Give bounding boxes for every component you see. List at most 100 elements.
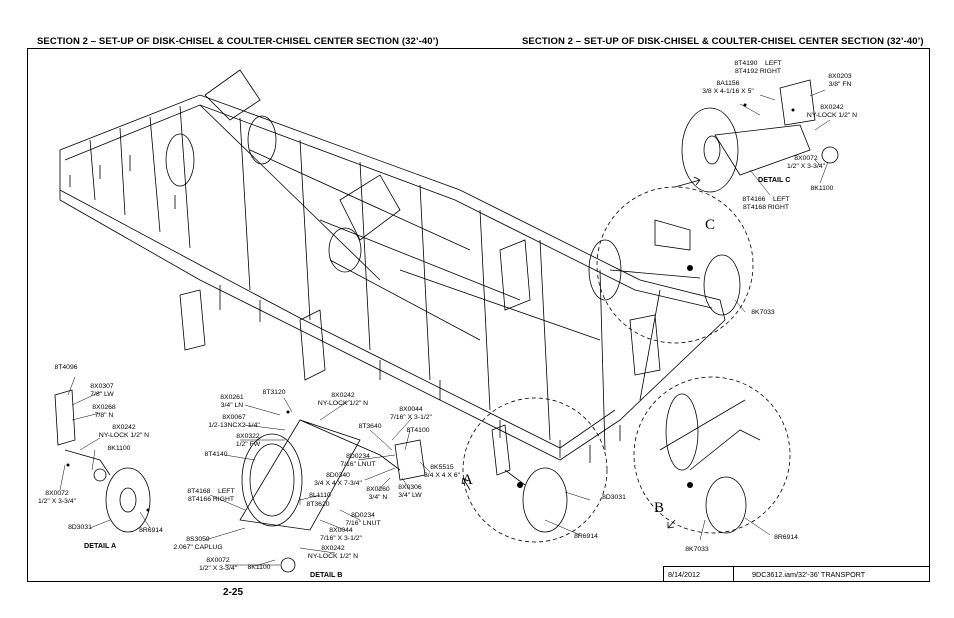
part-label: 8X0307 7/8" LW	[90, 383, 114, 398]
detail-c-tire-right	[703, 254, 741, 316]
frame-wheel	[328, 227, 362, 273]
title-block-file: 9DC3612.iam/32'-36' TRANSPORT	[733, 566, 930, 582]
part-label: 8X0072 1/2" X 3-3/4"	[37, 490, 77, 505]
detail-b-circle-disk	[665, 393, 699, 471]
detail-c-callout: C	[705, 217, 716, 233]
detail-b-circle-arm	[659, 399, 761, 471]
detail-c-axle	[609, 219, 701, 279]
fastener-dot	[687, 482, 693, 488]
part-label: 8K5515 3/4 X 4 X 6"	[423, 464, 461, 479]
fastener-dot	[743, 103, 747, 107]
part-label: 8D3031	[602, 494, 626, 501]
part-label: 8A1156 3/8 X 4-1/16 X 5"	[702, 80, 754, 95]
detail-a-circle	[462, 397, 608, 543]
part-label: 8T4100	[406, 427, 430, 434]
part-label: 8X0306 3/4" LW	[398, 484, 422, 499]
detail-c-tire-left	[588, 239, 622, 301]
part-label: 8T3620	[306, 501, 330, 508]
detail-a-circle-bracket	[491, 424, 526, 486]
fastener-dot	[286, 410, 290, 414]
part-label: 8X0203 3/8" FN	[828, 73, 852, 88]
shanks	[69, 155, 621, 463]
part-label: 8X0242 NY-LOCK 1/2" N	[307, 545, 359, 560]
section-title-left: SECTION 2 – SET-UP OF DISK-CHISEL & COUL…	[37, 36, 439, 47]
detail-b-arm	[239, 419, 401, 531]
detail-a-circle-tire	[522, 467, 568, 533]
detail-b-disk-inner	[249, 443, 295, 517]
frame-diagonal	[199, 104, 601, 341]
part-label: 8L1110	[309, 492, 331, 499]
detail-a-callout: A	[462, 472, 473, 488]
frame-wheel	[165, 133, 195, 187]
fastener-dot	[517, 482, 523, 488]
title-block-date: 8/14/2012	[663, 566, 733, 582]
detail-a-arrow	[461, 477, 471, 491]
detail-b-disk	[241, 433, 303, 527]
part-label: 8D0234 7/16" LNUT	[340, 453, 376, 468]
part-label: 8X0067 1/2-13NCX2-1/4"	[208, 414, 260, 429]
detail-b-circle	[633, 376, 791, 534]
detail-c-arrow	[674, 176, 701, 188]
lift-assembly	[179, 174, 661, 381]
file-text: 9DC3612.iam/32'-36' TRANSPORT	[752, 570, 866, 579]
part-label: 8X0322 1/2" FW	[235, 433, 261, 448]
part-label: 8T4168 LEFT 8T4166 RIGHT	[187, 488, 235, 503]
part-label: 8T4140	[204, 451, 228, 458]
detail-b-arrow	[667, 519, 676, 529]
page-number: 2-25	[223, 587, 244, 598]
frame-crossbar	[89, 105, 661, 451]
part-label: 8X0242 NY-LOCK 1/2" N	[98, 424, 150, 439]
part-label: 8K1100	[107, 445, 131, 452]
fastener-dot	[66, 463, 70, 467]
detail-b-hubcap	[280, 557, 296, 573]
part-label: 8X0072 1/2" X 3-3/4"	[198, 557, 238, 572]
part-label: 8X0260 3/4" N	[366, 486, 390, 501]
frame-rail	[59, 94, 726, 461]
hitch-tongue	[204, 69, 261, 121]
detail-b-caption: DETAIL B	[310, 570, 343, 579]
part-label: 8T4190 LEFT 8T4192 RIGHT	[734, 60, 782, 75]
detail-c-spindle	[714, 79, 816, 176]
part-label: 8D0340 3/4 X 4 X 7-3/4"	[314, 472, 362, 487]
part-label: 8T4166 LEFT 8T4168 RIGHT	[742, 196, 790, 211]
part-label: 8S3059 2.067" CAPLUG	[173, 536, 223, 551]
fastener-dot	[687, 265, 693, 271]
leader-lines	[59, 89, 831, 567]
part-label: 8X0268 7/8" N	[92, 404, 116, 419]
part-label: 8T3640	[358, 423, 382, 430]
part-label: 8X0242 NY-LOCK 1/2" N	[806, 104, 858, 119]
part-label: 8T4096	[54, 364, 78, 371]
part-label: 8K7033	[751, 309, 775, 316]
detail-c-hub-right	[821, 146, 839, 164]
frame-rail	[59, 189, 616, 449]
part-label: 8T3120	[262, 389, 286, 396]
part-label: 8X0072 1/2" X 3-3/4"	[786, 155, 826, 170]
fastener-dot	[146, 508, 150, 512]
detail-b-callout: B	[654, 500, 665, 516]
detail-a-tire	[105, 467, 151, 533]
part-label: 8X0242 NY-LOCK 1/2" N	[317, 392, 369, 407]
detail-a-spindle	[64, 449, 111, 476]
detail-c-caption: DETAIL C	[758, 175, 791, 184]
part-label: 8X0261 3/4" LN	[220, 394, 244, 409]
part-label: 8K1100	[247, 564, 271, 571]
drawing-frame	[27, 48, 930, 582]
section-title-right: SECTION 2 – SET-UP OF DISK-CHISEL & COUL…	[522, 36, 924, 47]
part-label: 8X0044 7/16" X 3-1/2"	[320, 527, 362, 542]
detail-b-plate	[394, 439, 426, 481]
detail-c-hub	[703, 135, 721, 165]
part-label: 8R6914	[139, 527, 163, 534]
date-text: 8/14/2012	[668, 570, 700, 579]
part-label: 8X0044 7/16" X 3-1/2"	[390, 406, 432, 421]
part-label: 8R6914	[774, 534, 798, 541]
part-label: 8D0234 7/16" LNUT	[345, 512, 381, 527]
detail-c-big-tire	[681, 107, 739, 193]
detail-b-circle-tire	[705, 476, 747, 534]
part-label: 8R6914	[574, 533, 598, 540]
part-label: 8K7033	[685, 546, 709, 553]
detail-a-bracket	[54, 389, 76, 446]
detail-a-hubcap	[93, 468, 107, 482]
frame-wheel	[247, 115, 277, 165]
detail-a-caption: DETAIL A	[84, 541, 117, 550]
